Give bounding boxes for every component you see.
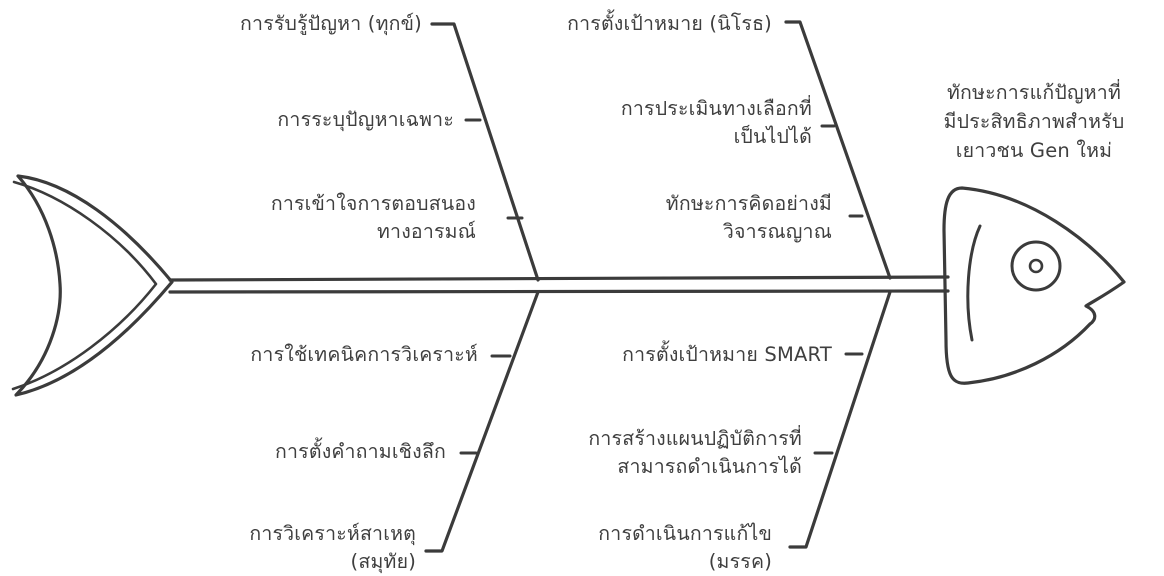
fish-tail-inner	[11, 180, 158, 391]
bone-lower-right	[788, 290, 892, 549]
cause-upper-left-1: การรับรู้ปัญหา (ทุกข์)	[240, 12, 422, 35]
bone-lower-left	[424, 290, 540, 553]
fish-tail	[14, 174, 174, 397]
fish-gill	[966, 224, 982, 342]
cause-upper-right-1: การตั้งเป้าหมาย (นิโรธ)	[567, 12, 772, 35]
cause-lower-right-1: การตั้งเป้าหมาย SMART	[622, 343, 832, 366]
cause-upper-left-3: การเข้าใจการตอบสนอง ทางอารมณ์	[270, 192, 476, 243]
bone-upper-left	[430, 22, 540, 282]
effect-label: ทักษะการแก้ปัญหาที่ มีประสิทธิภาพสำหรับ …	[943, 81, 1125, 162]
cause-upper-right-3: ทักษะการคิดอย่างมี วิจารณญาณ	[665, 192, 832, 243]
bone-upper-right	[784, 20, 892, 280]
cause-upper-right-2: การประเมินทางเลือกที่ เป็นไปได้	[620, 97, 812, 148]
cause-lower-right-3: การดำเนินการแก้ไข (มรรค)	[598, 522, 772, 573]
cause-lower-left-3: การวิเคราะห์สาเหตุ (สมุทัย)	[249, 522, 416, 573]
fish-eye	[1010, 240, 1062, 292]
fish-head	[942, 186, 1126, 385]
cause-lower-left-2: การตั้งคำถามเชิงลึก	[275, 440, 446, 463]
fish-spine	[168, 275, 950, 294]
cause-lower-right-2: การสร้างแผนปฏิบัติการที่ สามารถดำเนินการ…	[588, 427, 802, 478]
fish-pupil	[1028, 258, 1044, 274]
cause-lower-left-1: การใช้เทคนิคการวิเคราะห์	[250, 343, 478, 366]
cause-upper-left-2: การระบุปัญหาเฉพาะ	[277, 108, 454, 131]
